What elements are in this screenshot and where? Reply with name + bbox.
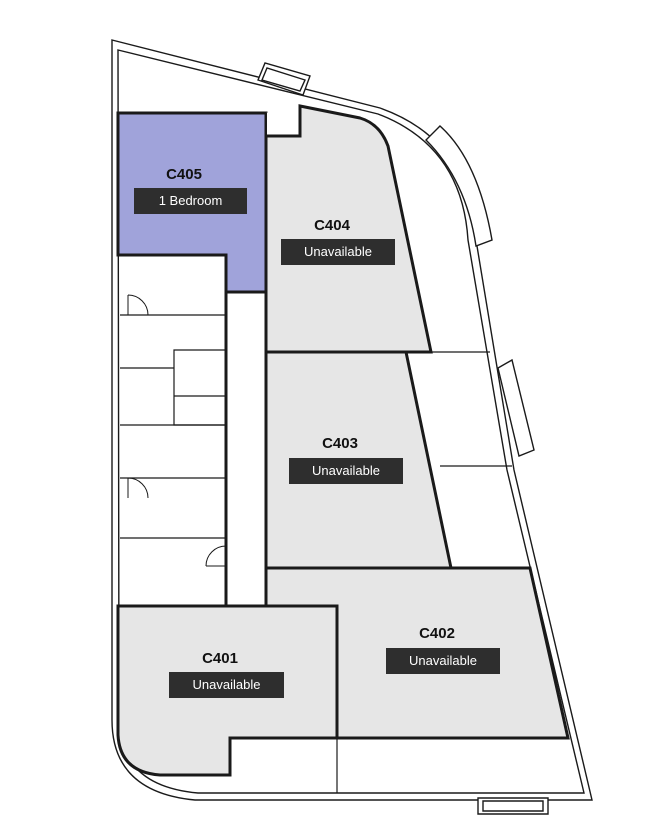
unit-c404-status-badge[interactable]: Unavailable (281, 239, 395, 265)
unit-c405-notch (265, 106, 301, 137)
unit-c402-code[interactable]: C402 (419, 625, 455, 642)
unit-c405-code[interactable]: C405 (166, 166, 202, 183)
unit-c404[interactable] (264, 104, 433, 354)
unit-c405-status-badge[interactable]: 1 Bedroom (134, 188, 247, 214)
unit-c401-code[interactable]: C401 (202, 650, 238, 667)
balconies (257, 62, 549, 815)
unit-c403-status-badge[interactable]: Unavailable (289, 458, 403, 484)
unit-c401-status-badge[interactable]: Unavailable (169, 672, 284, 698)
unit-c404-code[interactable]: C404 (314, 217, 350, 234)
unit-c403-code[interactable]: C403 (322, 435, 358, 452)
core-walls (118, 253, 268, 608)
unit-c402-status-badge[interactable]: Unavailable (386, 648, 500, 674)
door-swings (127, 269, 287, 629)
